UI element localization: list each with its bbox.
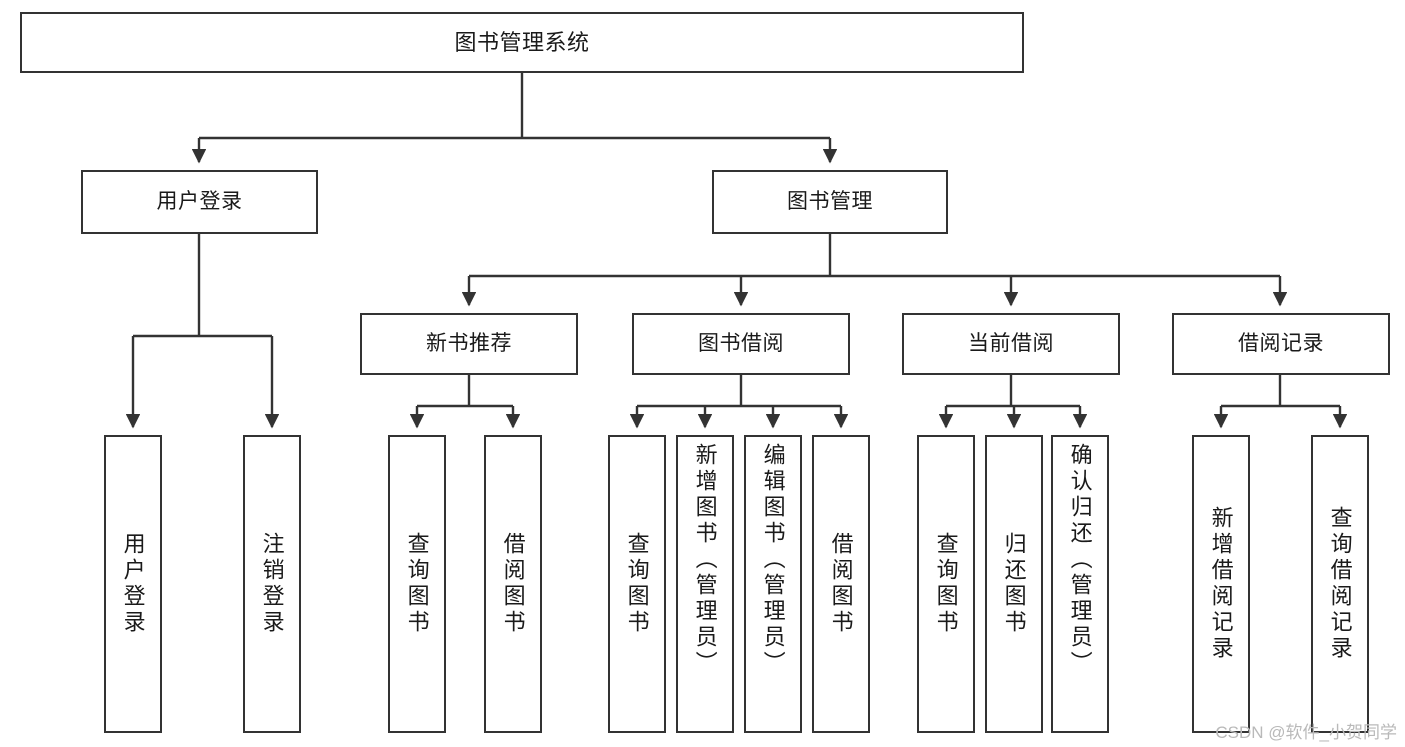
leaf-current-confirm-return-admin[interactable]: 确认归还（管理员） <box>1051 435 1109 733</box>
node-new-book-recommend[interactable]: 新书推荐 <box>360 313 578 375</box>
node-book-management[interactable]: 图书管理 <box>712 170 948 234</box>
node-label: 当前借阅 <box>968 331 1054 355</box>
leaf-user-login-signin[interactable]: 用户登录 <box>104 435 162 733</box>
node-label: 查询借阅记录 <box>1327 506 1353 662</box>
leaf-record-add-record[interactable]: 新增借阅记录 <box>1192 435 1250 733</box>
leaf-current-return-book[interactable]: 归还图书 <box>985 435 1043 733</box>
leaf-borrow-borrow-book[interactable]: 借阅图书 <box>812 435 870 733</box>
node-label: 借阅图书 <box>500 532 526 636</box>
node-label: 归还图书 <box>1001 532 1027 636</box>
node-label: 图书管理系统 <box>454 29 590 55</box>
node-current-borrow[interactable]: 当前借阅 <box>902 313 1120 375</box>
leaf-borrow-add-book-admin[interactable]: 新增图书（管理员） <box>676 435 734 733</box>
node-label: 确认归还（管理员） <box>1067 443 1093 677</box>
node-label: 借阅记录 <box>1238 331 1324 355</box>
leaf-new-book-query[interactable]: 查询图书 <box>388 435 446 733</box>
node-label: 新增借阅记录 <box>1208 506 1234 662</box>
leaf-new-book-borrow[interactable]: 借阅图书 <box>484 435 542 733</box>
node-user-login[interactable]: 用户登录 <box>81 170 318 234</box>
leaf-borrow-query-book[interactable]: 查询图书 <box>608 435 666 733</box>
leaf-user-login-signout[interactable]: 注销登录 <box>243 435 301 733</box>
leaf-borrow-edit-book-admin[interactable]: 编辑图书（管理员） <box>744 435 802 733</box>
node-label: 用户登录 <box>120 532 146 636</box>
leaf-current-query-book[interactable]: 查询图书 <box>917 435 975 733</box>
node-borrow-record[interactable]: 借阅记录 <box>1172 313 1390 375</box>
node-label: 新增图书（管理员） <box>692 443 718 677</box>
node-label: 新书推荐 <box>426 331 512 355</box>
node-label: 编辑图书（管理员） <box>760 443 786 677</box>
node-book-borrow[interactable]: 图书借阅 <box>632 313 850 375</box>
node-label: 注销登录 <box>259 532 285 636</box>
node-label: 借阅图书 <box>828 532 854 636</box>
node-label: 图书借阅 <box>698 331 784 355</box>
node-root-system[interactable]: 图书管理系统 <box>20 12 1024 73</box>
node-label: 图书管理 <box>787 189 873 213</box>
watermark: CSDN @软件_小贺同学 <box>1215 723 1397 742</box>
node-label: 查询图书 <box>933 532 959 636</box>
leaf-record-query-record[interactable]: 查询借阅记录 <box>1311 435 1369 733</box>
node-label: 查询图书 <box>624 532 650 636</box>
node-label: 查询图书 <box>404 532 430 636</box>
node-label: 用户登录 <box>156 189 243 213</box>
